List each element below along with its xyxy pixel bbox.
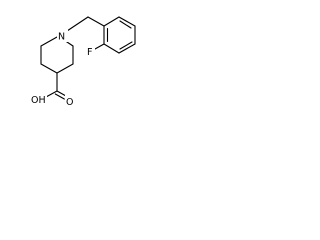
carbonyl-double-bond bbox=[56, 90, 67, 97]
aromatic-bond bbox=[118, 43, 136, 54]
ring-bond bbox=[40, 36, 58, 47]
ring-bond bbox=[56, 63, 74, 74]
c-f-bond bbox=[94, 43, 105, 50]
fluorine-label: F bbox=[87, 47, 92, 58]
aromatic-bond bbox=[103, 43, 120, 54]
aromatic-double-bond bbox=[119, 41, 133, 50]
ch2-aryl-bond bbox=[87, 16, 105, 27]
aromatic-double-bond bbox=[119, 20, 132, 29]
aromatic-bond bbox=[103, 16, 120, 27]
nitrogen-label: N bbox=[58, 32, 65, 43]
chemical-structure: N F OH O bbox=[30, 16, 136, 108]
n-ch2-bond bbox=[66, 16, 89, 32]
aromatic-bond bbox=[118, 16, 136, 27]
carbonyl-double-bond bbox=[54, 93, 65, 100]
hydroxyl-label: OH bbox=[31, 95, 46, 106]
carbonyl-oxygen-label: O bbox=[66, 97, 73, 108]
ring-bond bbox=[40, 63, 58, 74]
c-oh-bond bbox=[45, 90, 58, 98]
